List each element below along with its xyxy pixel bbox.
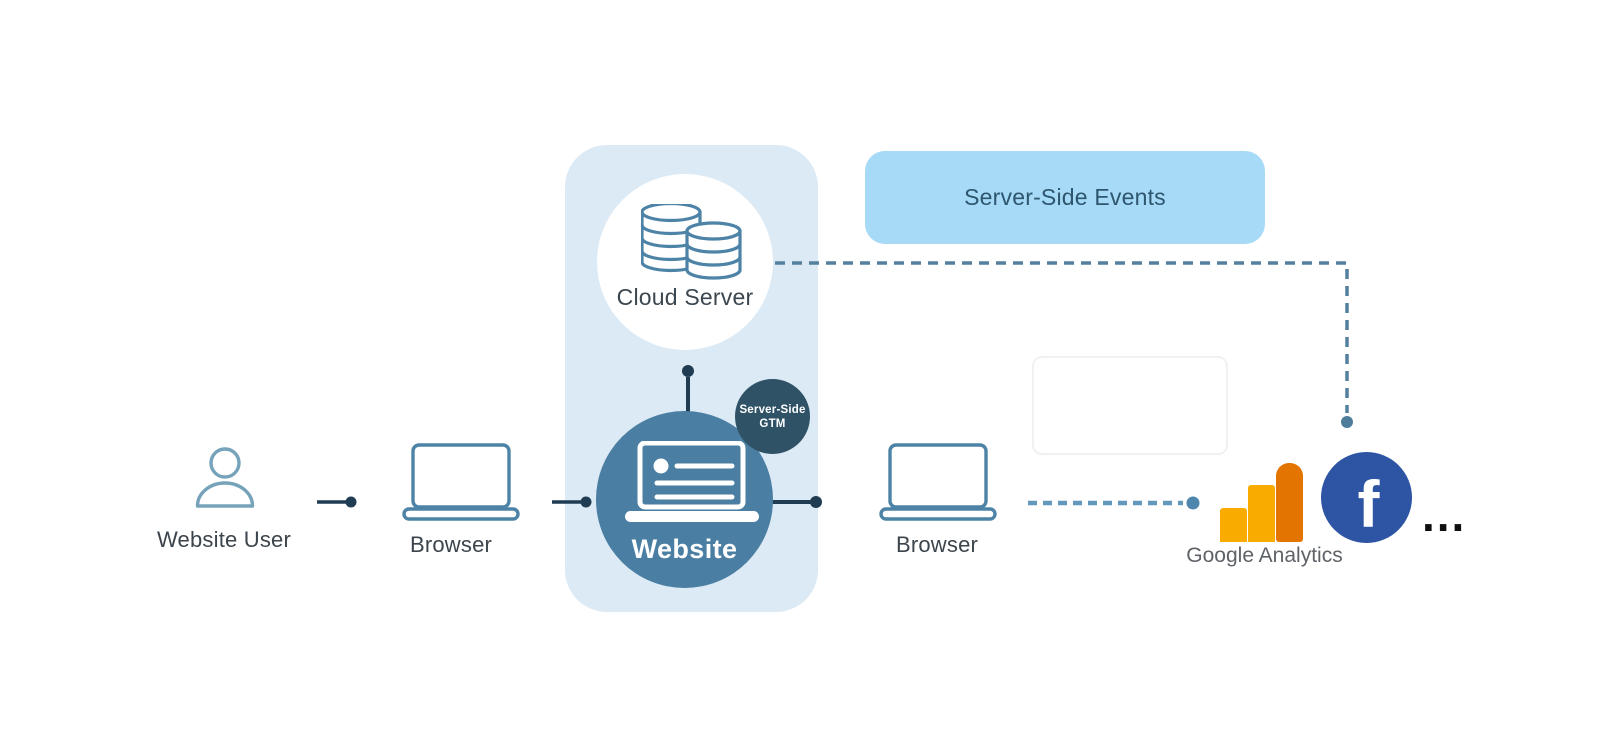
facebook-icon: f [1321,452,1412,543]
website-label: Website [631,534,738,564]
website-user-label: Website User [156,527,292,552]
database-icon [641,204,742,280]
browser-right-label: Browser [895,532,979,557]
more-destinations-ellipsis: ... [1422,489,1467,541]
arrow-browser-to-website [552,496,592,508]
gtm-badge-line1: Server-Side [739,403,806,416]
laptop-icon [402,443,520,521]
server-side-events-box: Server-Side Events [865,151,1265,244]
facebook-f-letter: f [1357,466,1380,541]
ga-bar-short [1220,508,1247,542]
ga-bar-tall [1276,463,1303,542]
person-icon [195,447,255,508]
cloud-server-node: Cloud Server [597,174,773,350]
ghost-box [1032,356,1228,455]
gtm-badge-line2: GTM [759,417,786,430]
dashed-arrow-browser-to-analytics [1028,496,1200,510]
connector-website-to-browser [768,496,822,508]
dashed-route-cloud-to-facebook [775,261,1353,428]
gtm-badge: Server-Side GTM [735,379,810,454]
server-side-events-label: Server-Side Events [964,184,1166,210]
ga-bar-middle [1248,485,1275,542]
website-laptop-icon [625,441,759,522]
laptop-icon [879,443,997,521]
arrow-user-to-browser [317,496,357,508]
browser-left-label: Browser [409,532,493,557]
connector-website-to-cloud [682,365,694,415]
google-analytics-label: Google Analytics [1186,544,1343,567]
cloud-server-label: Cloud Server [616,284,754,310]
